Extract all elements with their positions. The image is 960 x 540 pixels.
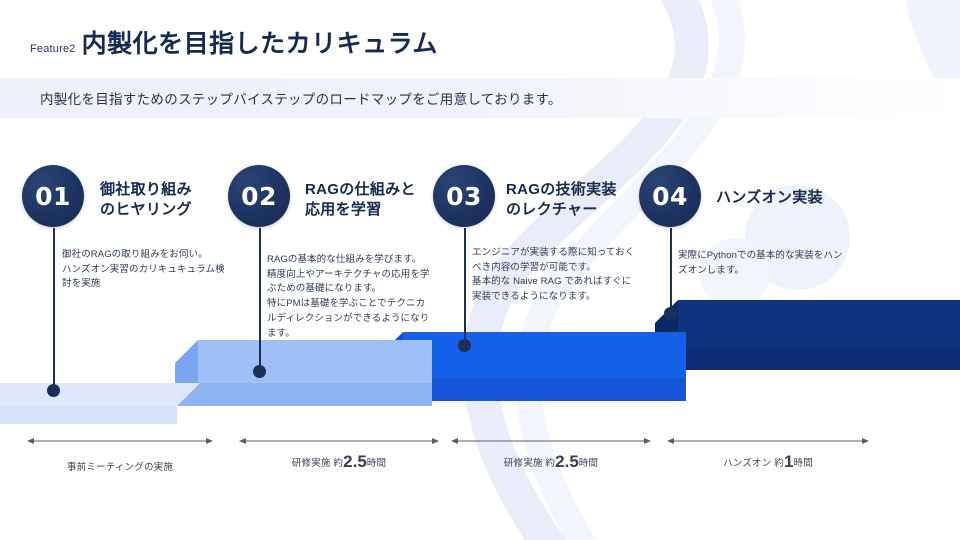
timeline-label-3: 研修実施 約2.5時間 bbox=[452, 452, 650, 472]
timeline-label-4: ハンズオン 約1時間 bbox=[668, 452, 868, 472]
step-description-4: 実際にPythonでの基本的な実装をハン ズオンします。 bbox=[678, 250, 843, 276]
timeline-suffix-2: 時間 bbox=[366, 458, 387, 469]
step-pin-dot-4 bbox=[664, 307, 677, 320]
timeline-prefix-1: 事前ミーティングの実施 bbox=[66, 462, 174, 473]
step-number-3: 03 bbox=[446, 181, 482, 211]
timeline-suffix-4: 時間 bbox=[793, 458, 813, 469]
timeline-prefix-3: 研修実施 約 bbox=[503, 458, 556, 469]
step-description-3: エンジニアが実装する際に知っておく べき内容の学習が可能です。 基本的な Nai… bbox=[472, 247, 635, 303]
step-number-1: 01 bbox=[35, 181, 71, 211]
step-pin-line-3 bbox=[464, 228, 466, 345]
stair-step-4 bbox=[655, 300, 960, 370]
timeline-prefix-4: ハンズオン 約 bbox=[723, 458, 784, 469]
timeline-label-1: 事前ミーティングの実施 bbox=[28, 456, 212, 476]
timeline-amount-4: 1 bbox=[783, 452, 794, 471]
timeline-prefix-2: 研修実施 約 bbox=[291, 458, 344, 469]
stair-step-2 bbox=[175, 340, 432, 406]
step-pin-dot-2 bbox=[253, 365, 266, 378]
timeline-amount-3: 2.5 bbox=[555, 452, 579, 471]
step-pin-line-1 bbox=[53, 228, 55, 390]
step-title-2: RAGの仕組みと 応用を学習 bbox=[305, 181, 416, 219]
step-pin-line-2 bbox=[259, 228, 261, 371]
timeline-label-2: 研修実施 約2.5時間 bbox=[240, 452, 438, 472]
stair-step-1 bbox=[0, 383, 200, 424]
page-title: 内製化を目指したカリキュラム bbox=[81, 30, 438, 58]
step-pin-dot-1 bbox=[47, 384, 60, 397]
feature-tag: Feature2 bbox=[30, 43, 76, 55]
step-pin-dot-3 bbox=[458, 339, 471, 352]
step-badge-2: 02 bbox=[228, 165, 290, 227]
page-subtitle: 内製化を目指すためのステップバイステップのロードマップをご用意しております。 bbox=[40, 92, 562, 107]
step-title-3: RAGの技術実装 のレクチャー bbox=[506, 181, 617, 219]
timeline-amount-2: 2.5 bbox=[343, 452, 367, 471]
step-badge-1: 01 bbox=[22, 165, 84, 227]
step-description-2: RAGの基本的な仕組みを学びます。 精度向上やアーキテクチャの応用を学 ぶための… bbox=[267, 254, 430, 339]
step-pin-line-4 bbox=[670, 228, 672, 313]
step-number-2: 02 bbox=[241, 181, 277, 211]
step-badge-3: 03 bbox=[433, 165, 495, 227]
timeline-suffix-3: 時間 bbox=[578, 458, 599, 469]
step-badge-4: 04 bbox=[639, 165, 701, 227]
step-title-1: 御社取り組み のヒヤリング bbox=[100, 181, 192, 219]
step-title-4: ハンズオン実装 bbox=[716, 189, 823, 206]
step-description-1: 御社のRAGの取り組みをお伺い。 ハンズオン実習のカリキュキュラム検 討を実施 bbox=[62, 249, 225, 290]
step-number-4: 04 bbox=[652, 181, 688, 211]
timeline-arrows bbox=[27, 438, 869, 444]
subtitle-band bbox=[0, 78, 960, 118]
page-header: Feature2 内製化を目指したカリキュラム bbox=[30, 32, 438, 57]
